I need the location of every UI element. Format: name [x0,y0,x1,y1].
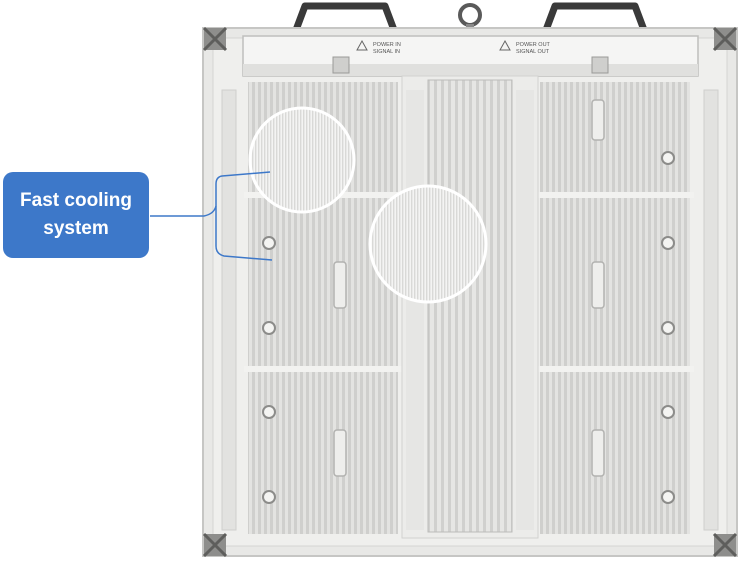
warning-icon-right [499,39,511,51]
corner-lock-bottom-right [712,532,738,558]
corner-lock-top-right [712,26,738,52]
signal-in-label: SIGNAL IN [373,49,400,55]
connector-panel: POWER IN SIGNAL IN POWER OUT SIGNAL OUT [242,35,699,77]
magnifier-detail-left [248,106,356,214]
power-supply-heatsink [401,75,539,539]
power-out-label: POWER OUT [516,42,551,48]
fast-cooling-callout: Fast cooling system [3,172,149,258]
module-screw [262,151,675,504]
magnifier-detail-center [368,184,488,304]
heatsink-left [244,82,402,534]
power-in-label: POWER IN [373,42,401,48]
panel-latch-left [332,56,350,74]
panel-latch-right [591,56,609,74]
signal-out-label: SIGNAL OUT [516,49,550,55]
carry-handle-left [292,2,398,32]
corner-lock-top-left [202,26,228,52]
module-handle [333,99,605,477]
warning-icon-left [356,39,368,51]
callout-label: Fast cooling system [20,190,132,239]
callout-bracket [150,171,273,261]
carry-handle-right [542,2,648,32]
heatsink-right [536,82,694,534]
corner-lock-bottom-left [202,532,228,558]
